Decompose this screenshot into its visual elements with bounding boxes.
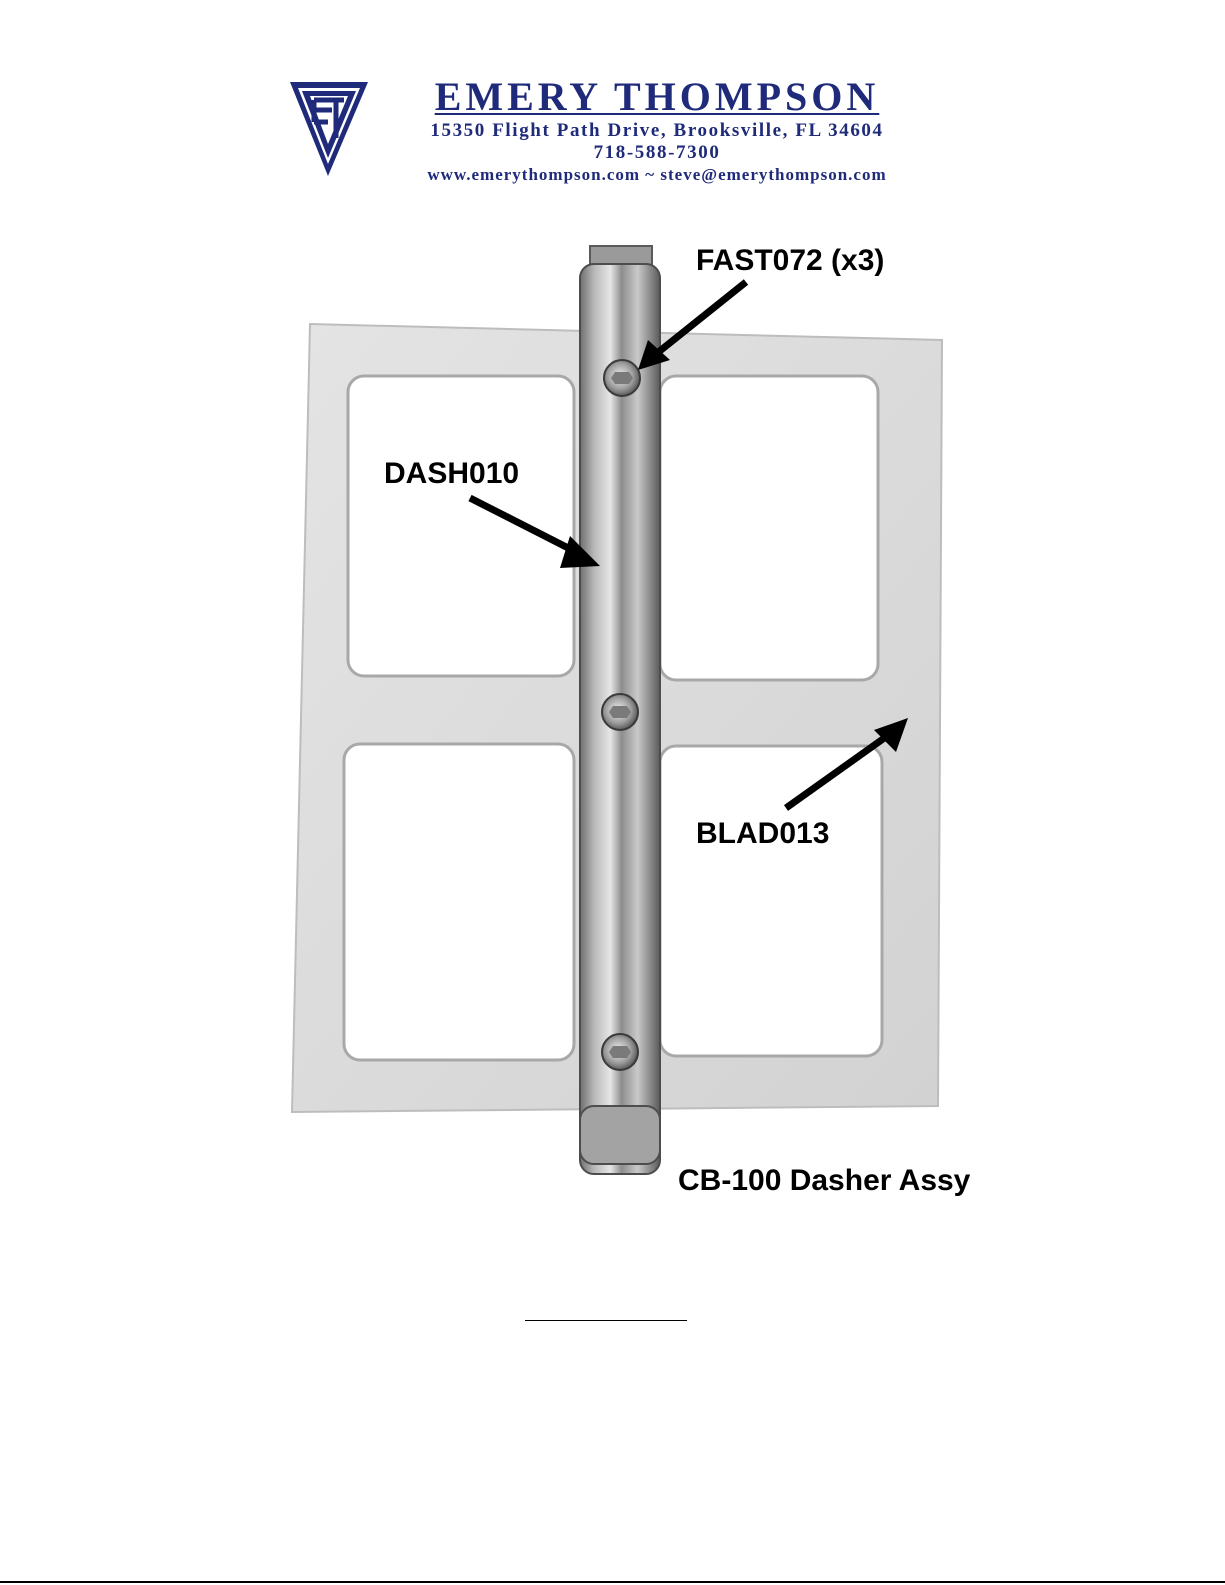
figure-caption: CB-100 Dasher Assy [678, 1164, 970, 1198]
blade-window-bottom-left [344, 744, 574, 1060]
callout-dash010: DASH010 [384, 457, 519, 491]
et-triangle-logo-icon [288, 78, 370, 178]
company-address: 15350 Flight Path Drive, Brooksville, FL… [392, 120, 922, 142]
blade-window-bottom-right [660, 746, 882, 1056]
company-block: EMERY THOMPSON 15350 Flight Path Drive, … [392, 74, 922, 186]
blade-window-top-right [660, 376, 878, 680]
company-name: EMERY THOMPSON [392, 74, 922, 120]
blank-signature-rule [525, 1320, 687, 1321]
shaft-bottom-collar [580, 1106, 660, 1164]
bolt-top-hex [611, 372, 633, 384]
page-bottom-rule [0, 1581, 1225, 1583]
bolt-middle-hex [609, 706, 631, 718]
callout-fast072: FAST072 (x3) [696, 244, 884, 278]
company-web-email: www.emerythompson.com ~ steve@emerythomp… [392, 164, 922, 186]
callout-blad013: BLAD013 [696, 817, 829, 851]
blade-window-top-left [348, 376, 574, 676]
dasher-assembly-photo [282, 236, 982, 1176]
company-phone: 718-588-7300 [392, 142, 922, 164]
bolt-bottom-hex [609, 1046, 631, 1058]
letterhead: EMERY THOMPSON 15350 Flight Path Drive, … [288, 74, 928, 186]
